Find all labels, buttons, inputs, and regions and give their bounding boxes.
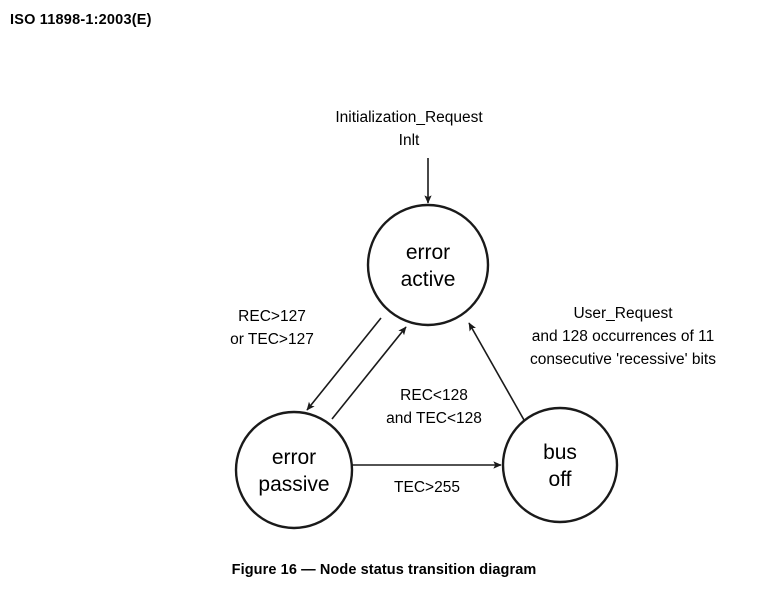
state-bus-off-line1: bus [543,441,577,464]
label-error-active-to-error-passive-line1: REC>127 [238,308,306,325]
label-error-passive-to-error-active-line1: REC<128 [400,387,468,404]
state-error-active-line2: active [401,268,456,291]
state-bus-off[interactable] [501,406,619,524]
label-bus-off-to-error-active-line3: consecutive 'recessive' bits [530,351,716,368]
label-bus-off-to-error-active-line1: User_Request [573,305,673,322]
label-error-active-to-error-passive-line2: or TEC>127 [230,331,314,348]
state-error-passive-line2: passive [258,473,329,496]
edge-error-active-to-error-passive [306,317,382,411]
edge-error-passive-to-error-active [331,326,407,420]
state-bus-off-line2: off [549,468,572,491]
document-header: ISO 11898-1:2003(E) [10,12,152,28]
label-error-passive-to-bus-off: TEC>255 [394,479,460,496]
state-error-active[interactable] [366,203,490,327]
label-init-line1: Initialization_Request [335,109,483,126]
edge-bus-off-to-error-active [468,322,525,421]
state-error-passive[interactable] [234,410,354,530]
label-error-passive-to-error-active-line2: and TEC<128 [386,410,482,427]
label-bus-off-to-error-active-line2: and 128 occurrences of 11 [532,328,714,345]
figure-caption: Figure 16 — Node status transition diagr… [231,562,537,578]
state-error-active-line1: error [406,241,450,264]
label-init-line2: Inlt [399,132,420,149]
state-error-passive-line1: error [272,446,316,469]
